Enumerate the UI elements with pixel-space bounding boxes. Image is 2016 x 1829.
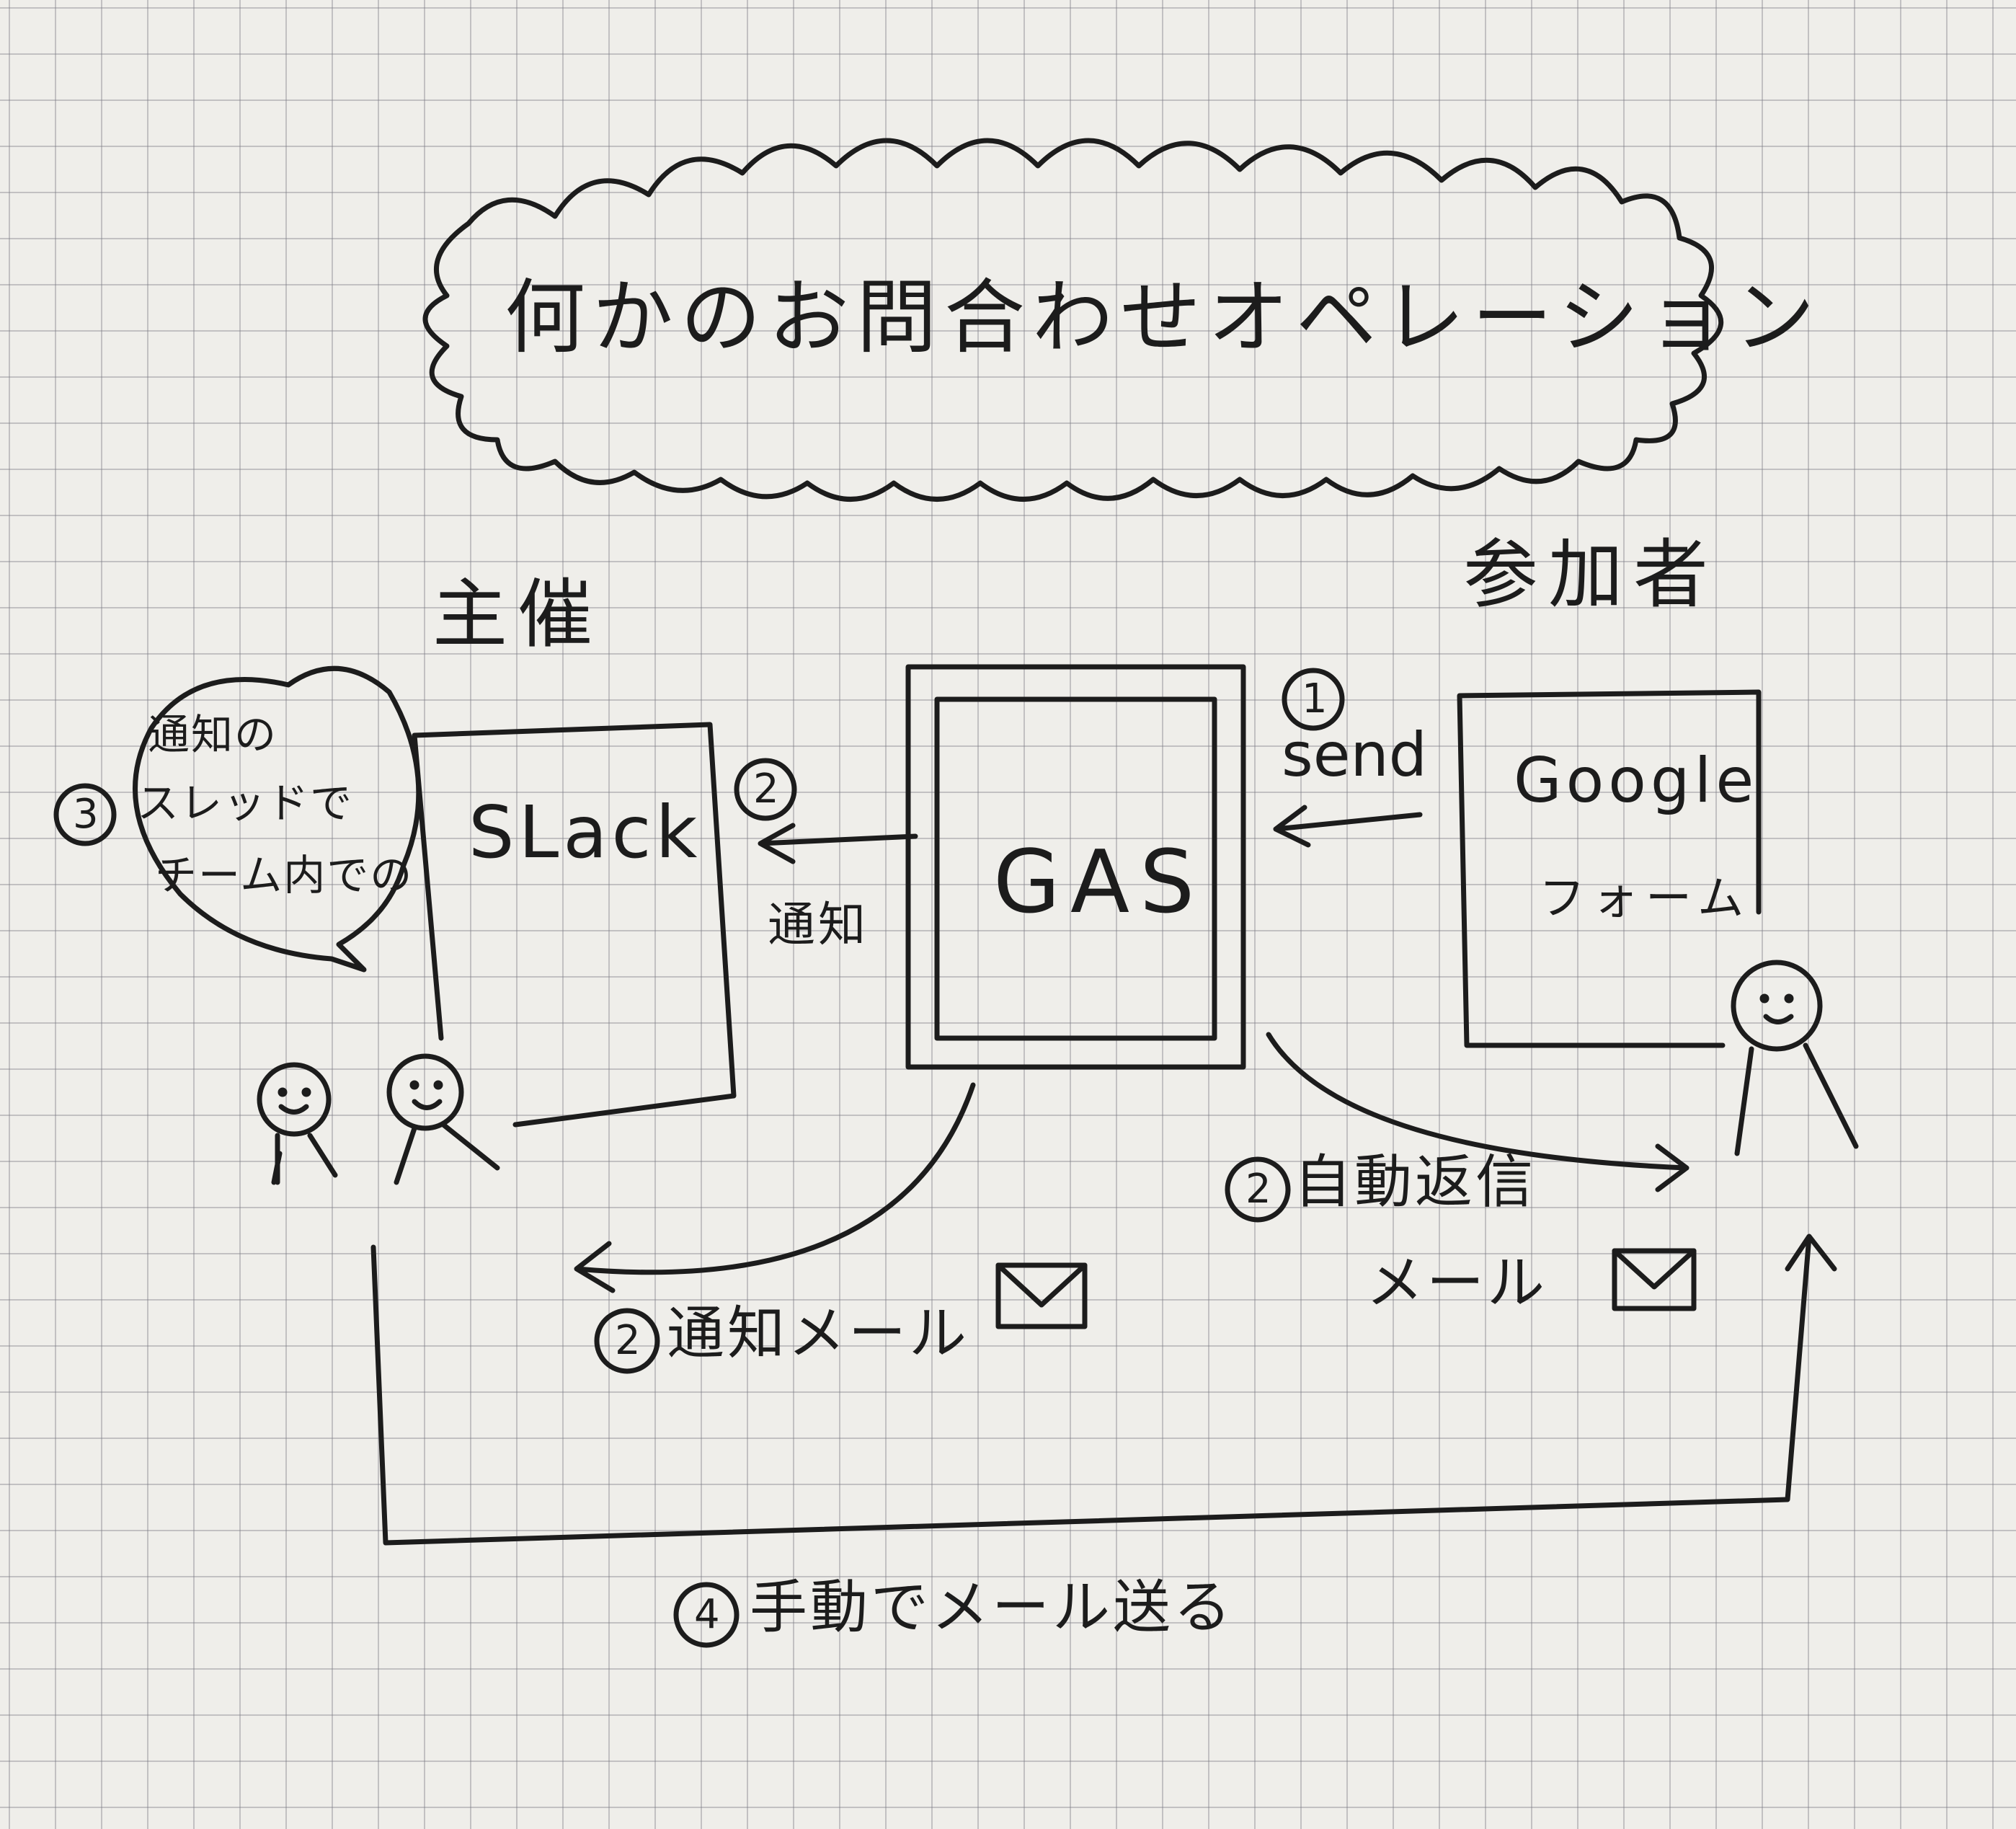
auto-reply-arrow (1266, 1032, 1689, 1192)
manual-mail-arrow (370, 1234, 1837, 1546)
notify-mail-arrow (574, 1082, 976, 1293)
google-label: Google (1514, 745, 1759, 817)
person-icon (1731, 960, 1859, 1156)
step2-auto-number: 2 (1245, 1166, 1271, 1213)
circled-number-icon (594, 1308, 660, 1374)
step1-number: 1 (1302, 676, 1328, 722)
participant-label: 参加者 (1463, 531, 1719, 619)
step4-label: 手動でメール送る (750, 1574, 1234, 1641)
slack-box (412, 722, 737, 1128)
step3-bubble-line-2: スレッドで (137, 779, 354, 828)
slack-label: SLack (469, 790, 702, 874)
step2-auto-label-1: 自動返信 (1294, 1148, 1536, 1215)
send-arrow (1273, 805, 1423, 848)
step1-label: send (1282, 719, 1428, 790)
mail-icon (995, 1262, 1088, 1329)
gas-box-outer (905, 664, 1246, 1070)
step3-bubble-line-3: チーム内での (155, 851, 414, 900)
step4-number: 4 (694, 1591, 720, 1638)
step2-slack-number: 2 (753, 766, 779, 812)
step3-number: 3 (73, 791, 99, 838)
diagram-title: 何かのお問合わせオペレーション (505, 271, 1822, 365)
circled-number-icon (1282, 668, 1345, 731)
google-form-box (1457, 689, 1762, 1048)
person-icon (257, 1062, 338, 1185)
organizer-label: 主催 (432, 570, 603, 658)
step2-slack-label: 通知 (768, 897, 869, 952)
google-form-label: フォーム (1539, 872, 1751, 926)
circled-number-icon (734, 758, 797, 821)
circled-number-icon (1225, 1156, 1291, 1223)
speech-bubble-icon (133, 665, 422, 973)
notify-slack-arrow (758, 823, 918, 864)
step2-mail-label: 通知メール (667, 1300, 969, 1367)
circled-number-icon (53, 783, 117, 846)
step2-mail-number: 2 (615, 1317, 641, 1364)
title-burst-frame (422, 138, 1723, 502)
circled-number-icon (673, 1582, 740, 1648)
gas-label: GAS (993, 833, 1205, 933)
step2-auto-label-2: メール (1366, 1249, 1547, 1316)
person-icon (386, 1053, 500, 1185)
mail-icon (1612, 1248, 1697, 1311)
step3-bubble-line-1: 通知の (148, 710, 278, 759)
gas-box-inner (934, 696, 1217, 1041)
